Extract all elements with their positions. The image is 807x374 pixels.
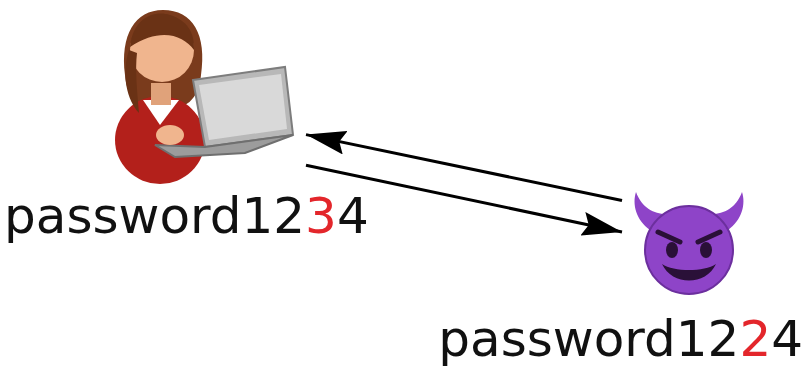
password-char: r (624, 310, 644, 368)
password-char: a (470, 310, 501, 368)
password-label: password1234 (4, 191, 369, 241)
password-char: 4 (337, 187, 369, 245)
password-char: o (594, 310, 625, 368)
attacker-node: password1224 (628, 190, 750, 295)
user-node: password1234 (115, 5, 300, 185)
password-char: d (644, 310, 676, 368)
password-char: 1 (241, 187, 273, 245)
password-char: s (501, 310, 527, 368)
password-char: 1 (676, 310, 708, 368)
password-char: 4 (771, 310, 803, 368)
password-char: p (438, 310, 470, 368)
devil-emoji (628, 190, 750, 295)
password-char: s (92, 187, 118, 245)
password-char: w (553, 310, 594, 368)
user-icon (115, 5, 300, 185)
password-char: 2 (273, 187, 305, 245)
password-char: o (159, 187, 190, 245)
password-char: a (36, 187, 67, 245)
password-char: w (119, 187, 160, 245)
password-char: 2 (739, 310, 771, 368)
password-char: s (66, 187, 92, 245)
password-char: 2 (708, 310, 740, 368)
password-char: p (4, 187, 36, 245)
password-char: d (210, 187, 242, 245)
password-char: r (190, 187, 210, 245)
password-char: s (527, 310, 553, 368)
password-char: 3 (305, 187, 337, 245)
password-label: password1224 (438, 314, 803, 364)
